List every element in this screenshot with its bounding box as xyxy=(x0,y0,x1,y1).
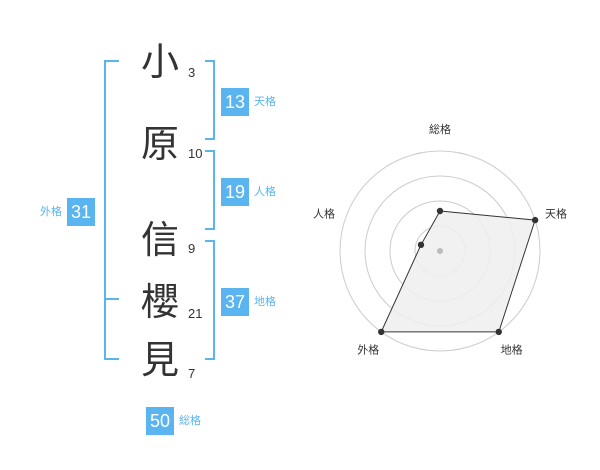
radar-point-3 xyxy=(495,328,502,336)
radar-axis-label-1: 総格 xyxy=(429,122,451,136)
gaikaku-value: 31 xyxy=(67,198,95,226)
radar-ring-4 xyxy=(339,150,541,352)
chikaku-badge: 37 地格 xyxy=(221,288,276,316)
radar-axis-label-4: 外格 xyxy=(357,343,379,357)
soukaku-value: 50 xyxy=(146,407,174,435)
gaikaku-label: 外格 xyxy=(40,205,62,218)
stroke-count-2: 10 xyxy=(188,146,203,161)
tenkaku-bracket xyxy=(205,60,215,140)
radar-axis-label-3: 地格 xyxy=(501,343,523,357)
name-char-1: 小 xyxy=(140,40,179,84)
jinkaku-bracket xyxy=(205,150,215,230)
stroke-count-3: 9 xyxy=(188,241,196,256)
name-char-3: 信 xyxy=(140,218,179,262)
tenkaku-label: 天格 xyxy=(254,95,276,108)
radar-point-2 xyxy=(531,216,539,224)
jinkaku-label: 人格 xyxy=(254,185,276,198)
tenkaku-value: 13 xyxy=(221,88,249,116)
stroke-count-5: 7 xyxy=(188,366,196,381)
chikaku-bracket xyxy=(205,240,215,360)
radar-point-4 xyxy=(378,328,385,336)
soukaku-badge: 50 総格 xyxy=(146,407,201,435)
soukaku-label: 総格 xyxy=(179,414,201,427)
name-char-2: 原 xyxy=(140,122,179,166)
gaikaku-bracket-divider xyxy=(104,298,119,300)
gaikaku-bracket xyxy=(104,60,119,360)
chikaku-value: 37 xyxy=(221,288,249,316)
radar-polygon xyxy=(380,210,536,333)
radar-axis-label-2: 天格 xyxy=(545,206,567,220)
chikaku-label: 地格 xyxy=(254,295,276,308)
tenkaku-badge: 13 天格 xyxy=(221,88,276,116)
radar-point-5 xyxy=(417,241,425,249)
radar-point-1 xyxy=(436,207,444,215)
jinkaku-value: 19 xyxy=(221,178,249,206)
stroke-count-4: 21 xyxy=(188,306,203,321)
name-char-5: 見 xyxy=(140,338,179,382)
jinkaku-badge: 19 人格 xyxy=(221,178,276,206)
radar-axis-label-5: 人格 xyxy=(313,206,335,220)
radar-center-dot xyxy=(437,248,443,254)
gaikaku-badge: 外格 31 xyxy=(40,198,95,226)
name-char-4: 櫻 xyxy=(140,280,179,324)
stroke-count-1: 3 xyxy=(188,65,196,80)
